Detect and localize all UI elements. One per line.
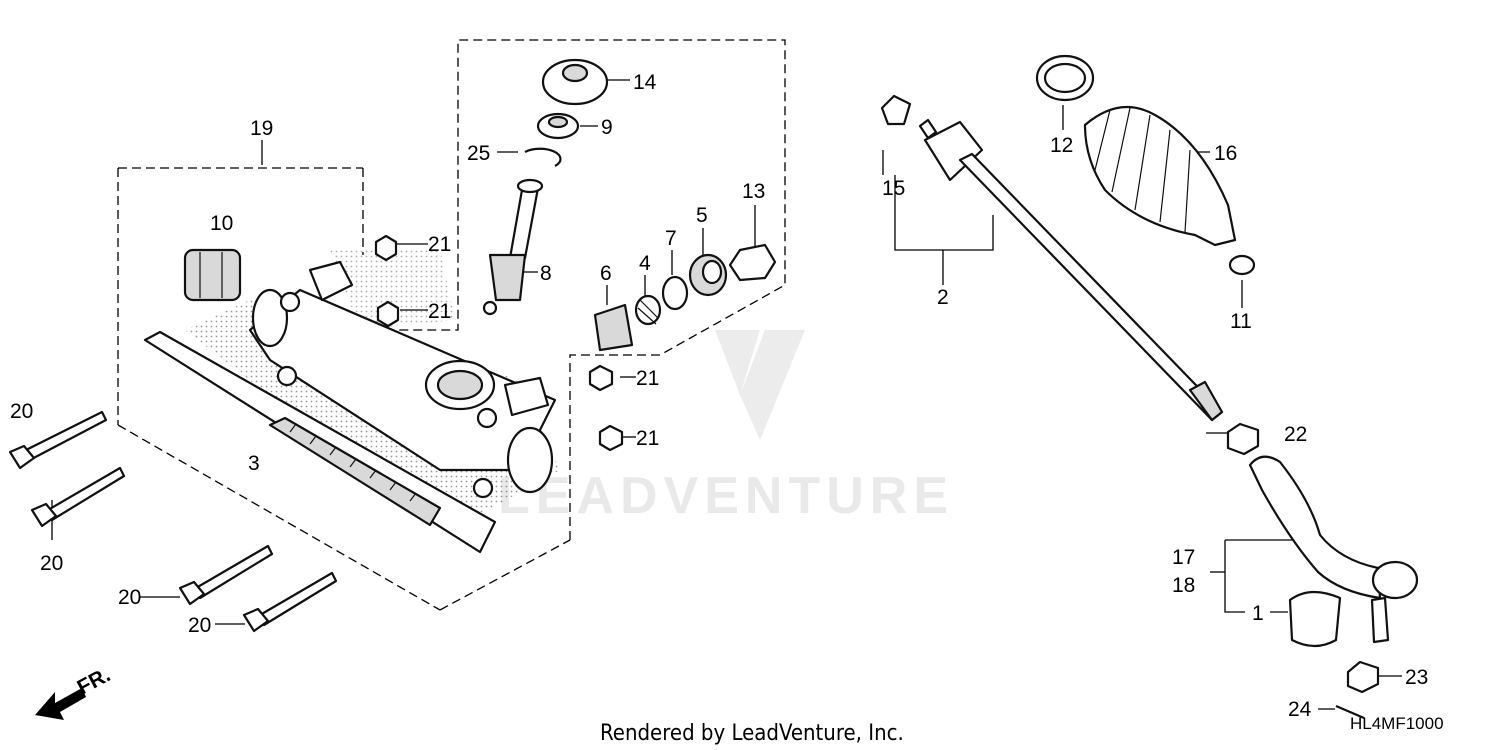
callout-14: 14 <box>633 71 657 94</box>
front-direction-arrow: FR. <box>35 663 114 720</box>
cotter-pin-24 <box>1335 704 1365 720</box>
adjust-screw-5 <box>688 253 728 297</box>
rack-guide-6 <box>593 303 634 352</box>
callout-12: 12 <box>1050 134 1073 157</box>
callout-20a: 20 <box>10 400 33 423</box>
footer-credit: Rendered by LeadVenture, Inc. <box>600 721 904 746</box>
snap-ring-25 <box>524 147 562 167</box>
callout-5: 5 <box>696 204 708 227</box>
lock-nut-13 <box>728 243 777 282</box>
callout-21c: 21 <box>636 367 659 390</box>
callout-8: 8 <box>540 262 552 285</box>
callout-16: 16 <box>1214 142 1237 165</box>
callout-9: 9 <box>601 116 613 139</box>
callout-4: 4 <box>639 252 651 275</box>
callout-21d: 21 <box>636 427 659 450</box>
callout-17: 17 <box>1172 546 1195 569</box>
bushing-10 <box>183 248 242 302</box>
callout-20b: 20 <box>40 552 63 575</box>
callout-labels: 19 10 21 21 21 21 14 9 25 8 13 5 7 4 6 3… <box>10 71 1428 721</box>
diagram-code: HL4MF1000 <box>1350 714 1444 733</box>
callout-25: 25 <box>467 142 490 165</box>
callout-6: 6 <box>600 262 612 285</box>
callout-1: 1 <box>1252 602 1264 625</box>
rack-teeth <box>289 423 417 502</box>
boot-16 <box>1083 105 1237 247</box>
tie-rod-2 <box>918 118 1224 422</box>
cap-14 <box>541 58 609 106</box>
boot-1 <box>1288 590 1342 648</box>
watermark-text: LEADVENTURE <box>498 467 954 525</box>
pinion-shaft <box>482 178 544 316</box>
callout-21b: 21 <box>428 300 451 323</box>
callout-15: 15 <box>882 177 905 200</box>
callout-11: 11 <box>1230 310 1252 333</box>
lock-washer-15 <box>880 94 912 126</box>
nuts-21 <box>374 234 624 452</box>
nut-22 <box>1226 422 1260 456</box>
tie-rod-end-17-18 <box>1248 455 1419 644</box>
callout-3: 3 <box>248 452 260 475</box>
group-outline-19 <box>117 39 786 611</box>
callout-23: 23 <box>1405 666 1428 689</box>
callout-2: 2 <box>937 286 949 309</box>
steering-rack-assembly <box>143 250 560 554</box>
seal-9 <box>536 112 580 140</box>
callout-20c: 20 <box>118 586 141 609</box>
callout-22: 22 <box>1284 423 1307 446</box>
callout-24: 24 <box>1288 698 1312 721</box>
watermark: LEADVENTURE <box>498 330 954 525</box>
callout-20d: 20 <box>188 614 211 637</box>
clamp-12 <box>1035 54 1095 102</box>
callout-18: 18 <box>1172 574 1195 597</box>
callout-10: 10 <box>210 212 233 235</box>
bolts-20 <box>8 410 338 633</box>
clip-11 <box>1228 254 1256 276</box>
spring-4 <box>634 294 662 326</box>
o-ring-7 <box>661 275 689 311</box>
callout-13: 13 <box>742 180 765 203</box>
callout-7: 7 <box>665 227 677 250</box>
callout-21a: 21 <box>428 233 451 256</box>
callout-19: 19 <box>250 117 273 140</box>
castle-nut-23 <box>1346 660 1380 694</box>
